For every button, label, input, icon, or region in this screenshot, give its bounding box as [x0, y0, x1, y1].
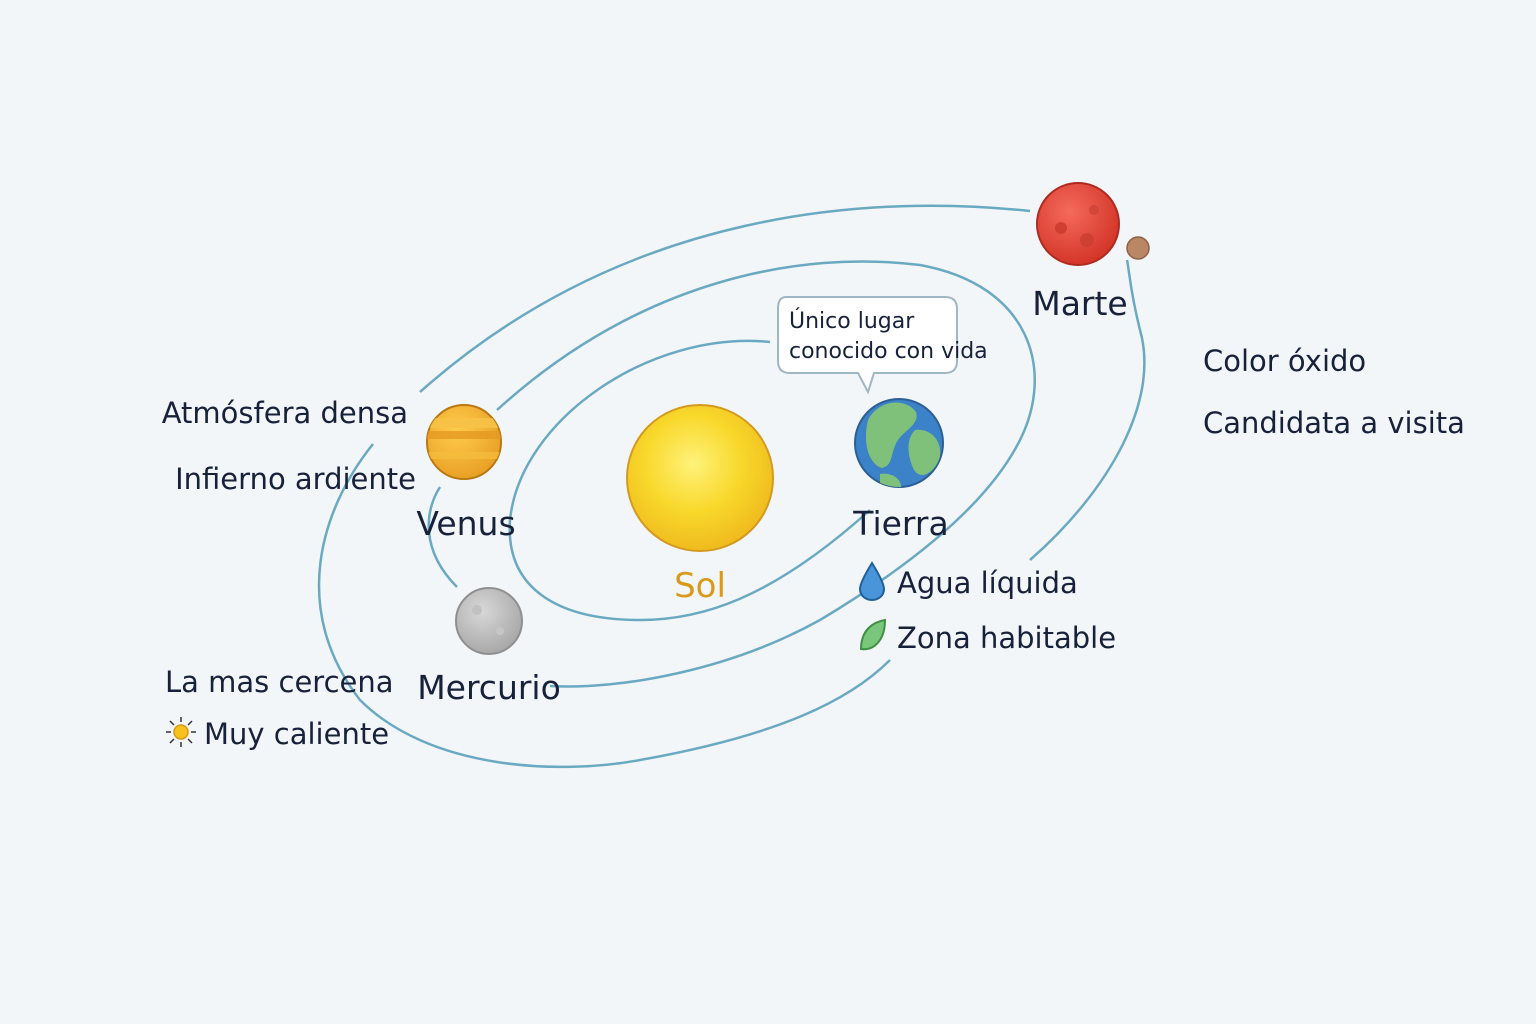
- earth-label: Tierra: [852, 504, 948, 543]
- orbits: [317, 204, 1146, 769]
- mercury: Mercurio La mas cercena Muy caliente: [165, 587, 561, 751]
- venus-fact-1: Atmósfera densa: [162, 396, 408, 430]
- mercury-fact-1: La mas cercena: [165, 665, 394, 699]
- sun: Sol: [626, 404, 774, 606]
- venus-circle: [426, 404, 502, 480]
- mars-circle: [1036, 182, 1120, 266]
- orbit-outer: [317, 204, 1146, 769]
- earth: Tierra Único lugar conocido con vida Agu…: [777, 296, 1116, 655]
- orbit-inner: [508, 339, 871, 622]
- mercury-label: Mercurio: [417, 668, 561, 707]
- water-drop-icon: [858, 561, 886, 602]
- sun-label: Sol: [674, 566, 726, 606]
- mars-fact-1: Color óxido: [1203, 344, 1366, 378]
- earth-bubble-line-2: conocido con vida: [789, 339, 988, 364]
- mercury-fact-2: Muy caliente: [204, 717, 389, 751]
- earth-fact-1: Agua líquida: [897, 566, 1078, 600]
- sun-icon: [166, 717, 196, 747]
- earth-speech-bubble: Único lugar conocido con vida: [777, 296, 988, 395]
- earth-bubble-line-1: Único lugar: [789, 308, 915, 334]
- mars-moon: [1126, 236, 1150, 260]
- venus-fact-2: Infierno ardiente: [175, 462, 416, 496]
- mars-fact-2: Candidata a visita: [1203, 406, 1465, 440]
- venus: Venus Atmósfera densa Infierno ardiente: [162, 396, 516, 543]
- mars: Marte Color óxido Candidata a visita: [1032, 182, 1465, 440]
- mercury-circle: [455, 587, 523, 655]
- sun-circle: [626, 404, 774, 552]
- earth-fact-2: Zona habitable: [897, 621, 1116, 655]
- orbit-middle: [427, 260, 1036, 688]
- venus-label: Venus: [416, 504, 515, 543]
- mars-label: Marte: [1032, 284, 1128, 323]
- leaf-icon: [859, 618, 887, 651]
